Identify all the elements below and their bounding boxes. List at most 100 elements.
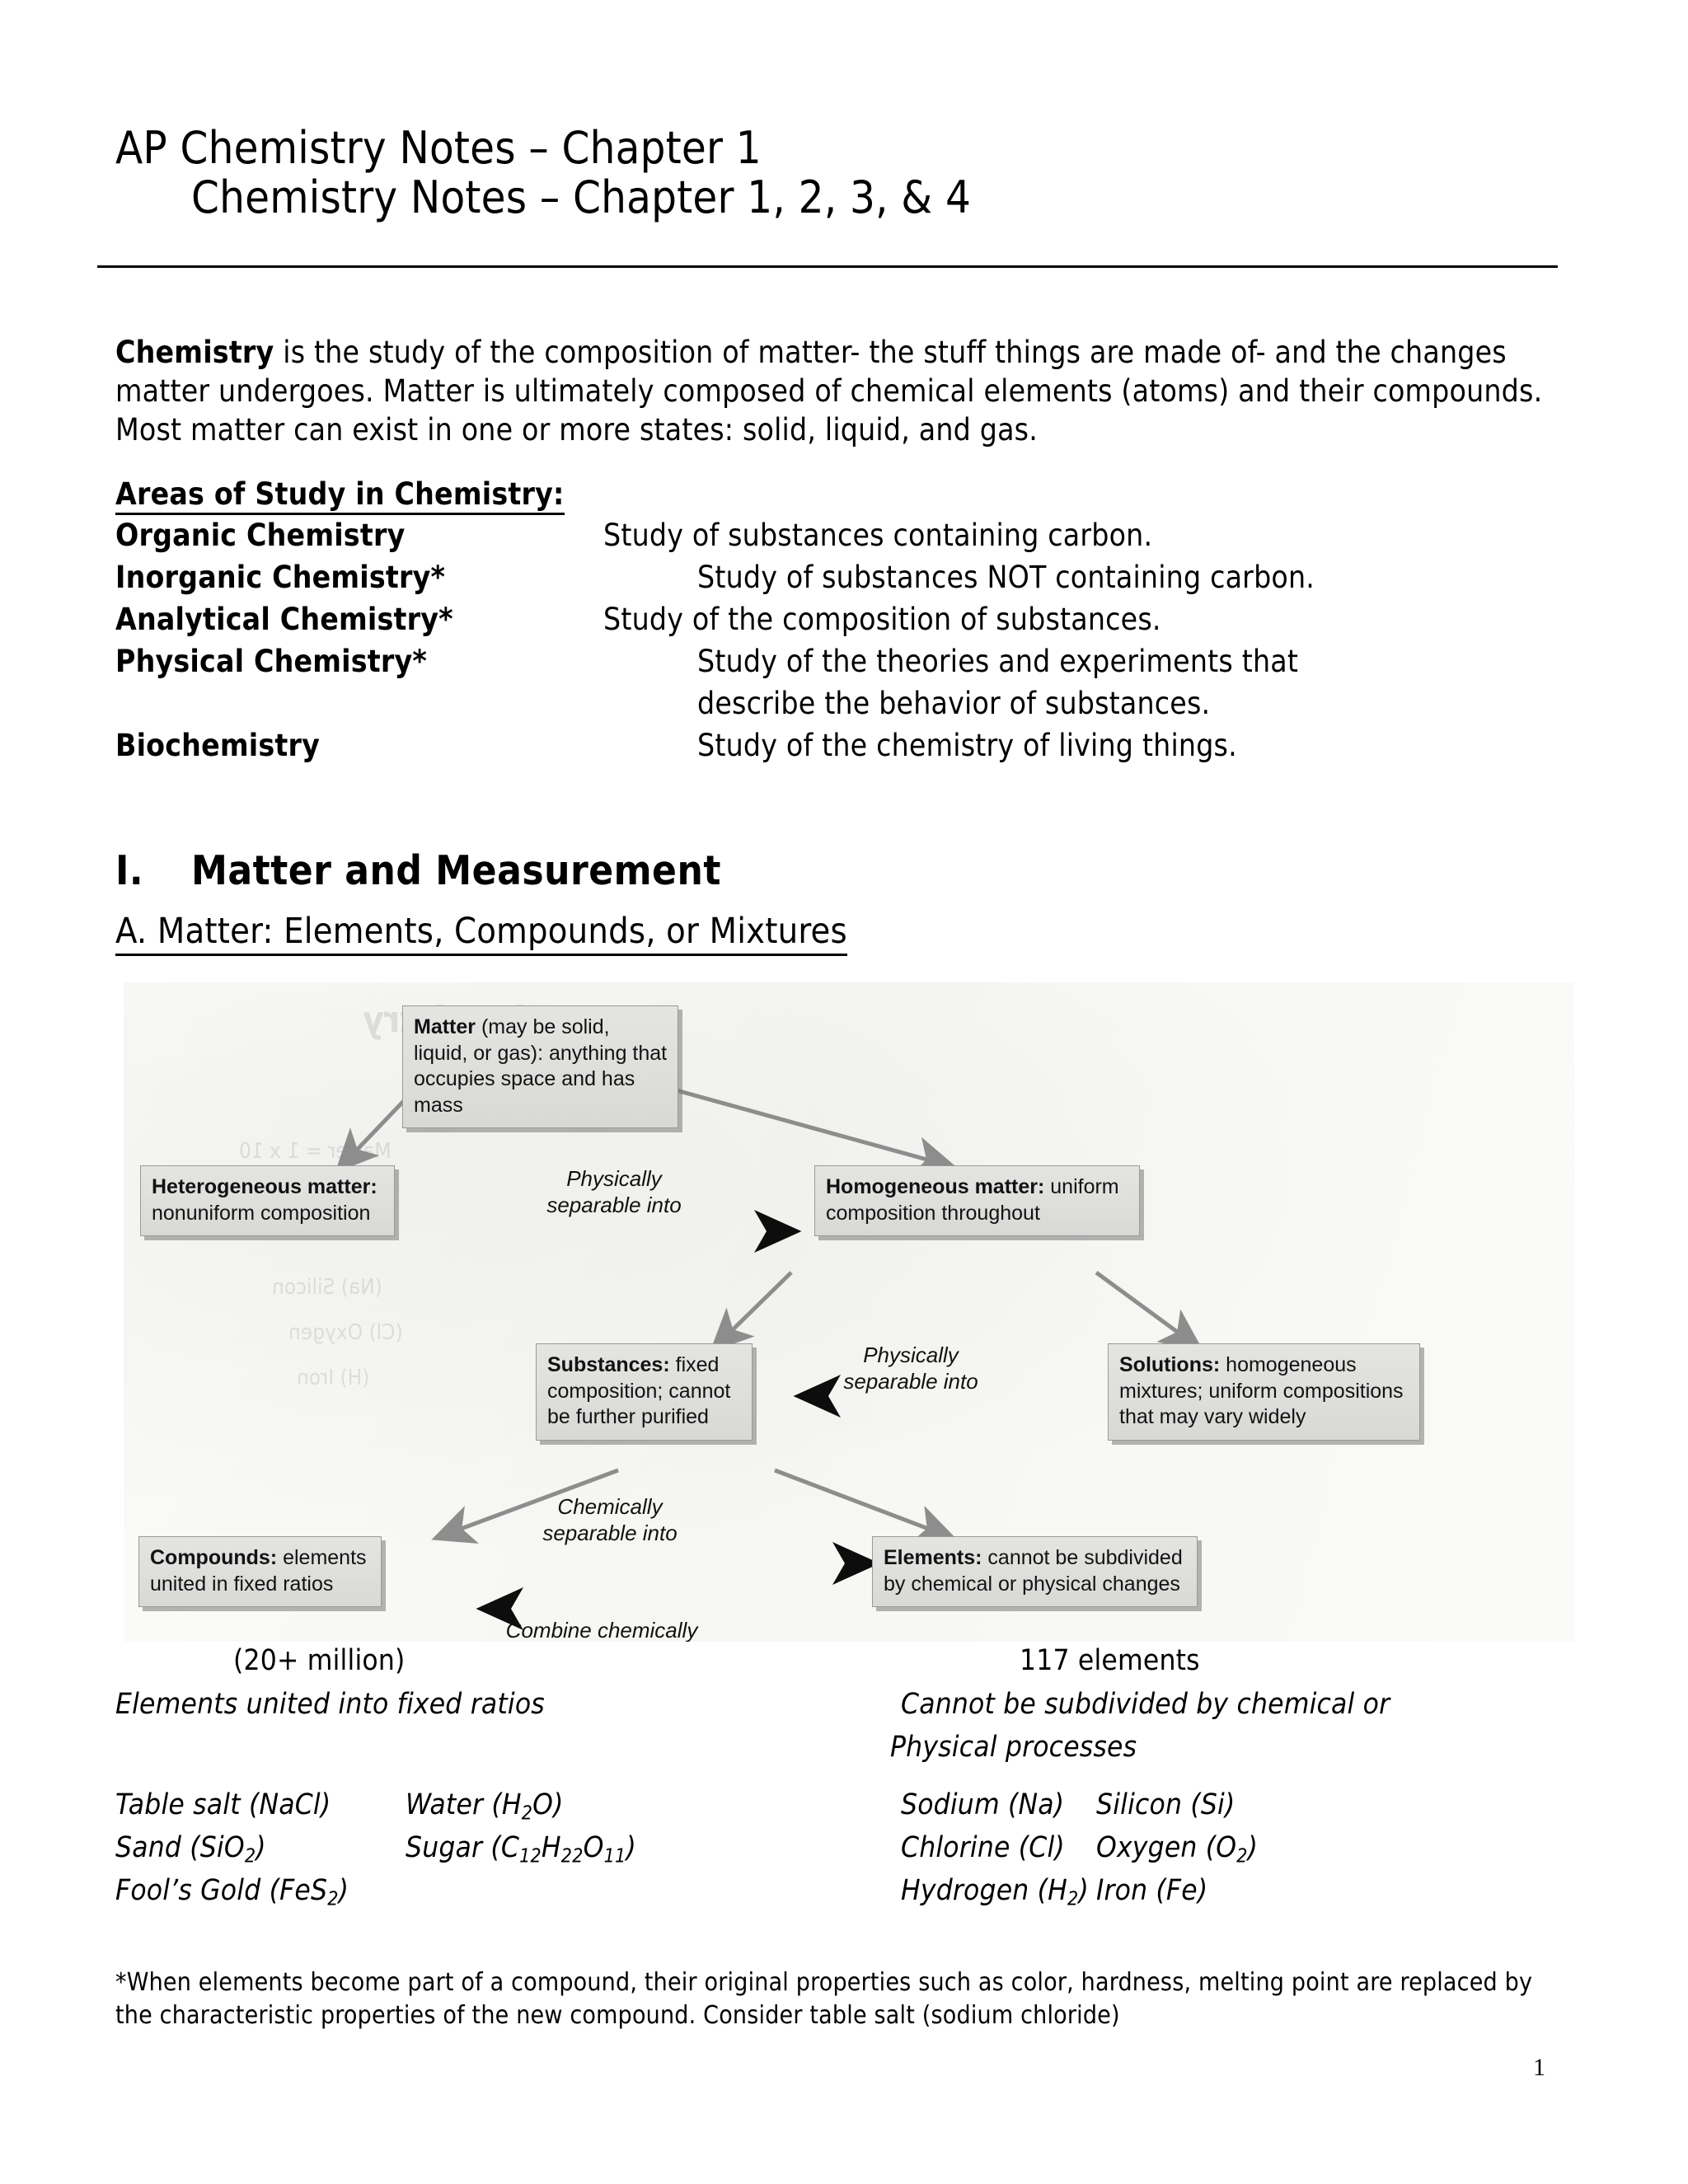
element-example-row: Silicon (Si) (1096, 1787, 1236, 1825)
label-line-1: Physically (863, 1343, 959, 1367)
annotation-elements-note-line-1: Cannot be subdivided by chemical or (901, 1688, 1390, 1721)
element-example-name: Chlorine (Cl) (901, 1831, 1065, 1864)
figure-arrows (335, 1085, 1204, 1630)
element-example-name: Iron (Fe) (1096, 1874, 1208, 1907)
formula-subscript: 2 (327, 1888, 339, 1910)
element-example-row: Chlorine (Cl) (901, 1830, 1065, 1868)
figure-box-matter-term: Matter (414, 1015, 476, 1038)
footnote-line-1: *When elements become part of a compound… (115, 1968, 1533, 1997)
footnote-block: *When elements become part of a compound… (115, 1966, 1582, 2032)
section-title-text: Matter and Measurement (191, 847, 721, 894)
formula-tail: ) (1247, 1831, 1259, 1864)
element-example-name: Silicon (Si) (1096, 1788, 1236, 1821)
element-example-name: Sodium (Na) (901, 1788, 1065, 1821)
figure-label-chemically-separable: Chemically separable into (503, 1493, 717, 1546)
area-of-study-row: Analytical Chemistry* Study of the compos… (115, 599, 1582, 641)
area-of-study-description: Study of the chemistry of living things. (697, 728, 1237, 763)
figure-box-matter: Matter (may be solid, liquid, or gas): a… (402, 1005, 678, 1128)
compound-example-row: Water (H2O) (406, 1787, 564, 1825)
element-example-row: Oxygen (O2) (1096, 1830, 1258, 1868)
label-line-2: separable into (843, 1369, 978, 1394)
formula-subscript: 2 (521, 1802, 533, 1825)
footnote-line-2: the characteristic properties of the new… (115, 2000, 1120, 2030)
formula-tail: ) (626, 1831, 636, 1864)
title-underline-rule (97, 265, 1558, 268)
compound-example-name: Water (H (406, 1788, 522, 1821)
subsection-heading-A: A. Matter: Elements, Compounds, or Mixtu… (115, 911, 847, 956)
formula-subscript: 22 (560, 1845, 584, 1868)
element-example-name: Oxygen (O (1096, 1831, 1237, 1864)
figure-box-homogeneous: Homogeneous matter: uniform composition … (814, 1165, 1140, 1236)
title-line-1: AP Chemistry Notes – Chapter 1 (115, 122, 762, 174)
element-example-row: Hydrogen (H2) (901, 1872, 1089, 1911)
label-line-1: Physically (566, 1166, 662, 1191)
area-of-study-row: Physical Chemistry* Study of the theories… (115, 641, 1582, 683)
figure-box-elements-term: Elements: (884, 1546, 982, 1569)
figure-label-combine-chemically: Combine chemically to form (478, 1617, 725, 1642)
formula-tail: ) (338, 1874, 349, 1907)
compound-example-row: Sand (SiO2) (115, 1830, 266, 1868)
figure-box-elements: Elements: cannot be subdivided by chemic… (872, 1536, 1198, 1607)
compound-example-row: Sugar (C12H22O11) (406, 1830, 636, 1868)
compound-example-name: Fool’s Gold (FeS (115, 1874, 328, 1907)
figure-box-heterogeneous-term: Heterogeneous matter: (152, 1175, 377, 1198)
area-of-study-term: Inorganic Chemistry* (115, 560, 446, 595)
formula-mid: H (541, 1831, 561, 1864)
page-number: 1 (1533, 2054, 1545, 2081)
formula-subscript: 2 (1067, 1888, 1079, 1910)
formula-tail: ) (256, 1831, 266, 1864)
intro-paragraph: Chemistry is the study of the compositio… (115, 334, 1566, 450)
figure-box-substances-term: Substances: (547, 1353, 670, 1376)
label-line-2: separable into (542, 1521, 678, 1546)
element-example-name: Hydrogen (H (901, 1874, 1068, 1907)
figure-box-elements-text: cannot be subdivided by chemical or phys… (884, 1546, 1183, 1596)
formula-mid: O (583, 1831, 604, 1864)
area-of-study-row: Inorganic Chemistry* Study of substances … (115, 557, 1582, 599)
label-line-1: Chemically (557, 1494, 663, 1519)
figure-box-compounds: Compounds: elements united in fixed rati… (138, 1536, 382, 1607)
label-line-1: Combine chemically (505, 1618, 698, 1642)
intro-lead-term: Chemistry (115, 335, 274, 370)
compound-example-row: Fool’s Gold (FeS2) (115, 1872, 349, 1911)
compound-example-name: Table salt (NaCl) (115, 1788, 331, 1821)
area-of-study-term: Organic Chemistry (115, 518, 406, 553)
formula-subscript: 12 (519, 1845, 542, 1868)
area-of-study-description: Study of the theories and experiments th… (697, 644, 1299, 679)
formula-tail: ) (1078, 1874, 1089, 1907)
figure-box-matter-text: (may be solid, liquid, or gas): anything… (414, 1015, 668, 1117)
figure-box-solutions-term: Solutions: (1119, 1353, 1221, 1376)
compound-example-name: Sugar (C (406, 1831, 520, 1864)
figure-box-homogeneous-text: uniform composition throughout (826, 1175, 1119, 1225)
matter-classification-figure: Chemistry 1.20 Matter = 1 x 10 or = 1 x … (124, 982, 1574, 1642)
areas-of-study-heading: Areas of Study in Chemistry: (115, 476, 565, 515)
area-of-study-description: Study of substances NOT containing carbo… (697, 560, 1315, 595)
formula-subscript: 2 (244, 1845, 256, 1868)
annotation-elements-note-line-2: Physical processes (890, 1731, 1137, 1764)
area-of-study-description: Study of the composition of substances. (603, 602, 1161, 637)
intro-body-text: is the study of the composition of matte… (115, 335, 1543, 448)
area-of-study-term: Physical Chemistry* (115, 644, 428, 679)
figure-box-solutions: Solutions: homogeneous mixtures; uniform… (1108, 1343, 1420, 1441)
document-title-block: AP Chemistry Notes – Chapter 1 Chemistry… (115, 122, 1566, 223)
figure-box-homogeneous-term: Homogeneous matter: (826, 1175, 1045, 1198)
formula-subscript: 2 (1236, 1845, 1248, 1868)
figure-box-heterogeneous: Heterogeneous matter: nonuniform composi… (140, 1165, 395, 1236)
element-example-row: Iron (Fe) (1096, 1872, 1207, 1910)
area-of-study-row: describe the behavior of substances. (115, 683, 1582, 725)
figure-box-substances: Substances: fixed composition; cannot be… (536, 1343, 753, 1441)
area-of-study-term: Biochemistry (115, 728, 320, 763)
figure-box-compounds-term: Compounds: (150, 1546, 278, 1569)
compound-example-name: Sand (SiO (115, 1831, 245, 1864)
figure-box-solutions-text: homogeneous mixtures; uniform compositio… (1119, 1353, 1404, 1428)
formula-tail: O) (532, 1788, 564, 1821)
label-line-2: separable into (546, 1193, 682, 1218)
area-of-study-term: Analytical Chemistry* (115, 602, 453, 637)
figure-label-physically-separable-2: Physically separable into (808, 1342, 1014, 1394)
annotation-elements-count: 117 elements (1020, 1644, 1200, 1677)
figure-box-heterogeneous-text: nonuniform composition (152, 1201, 371, 1225)
annotation-compounds-count: (20+ million) (233, 1644, 406, 1677)
element-example-row: Sodium (Na) (901, 1787, 1064, 1825)
